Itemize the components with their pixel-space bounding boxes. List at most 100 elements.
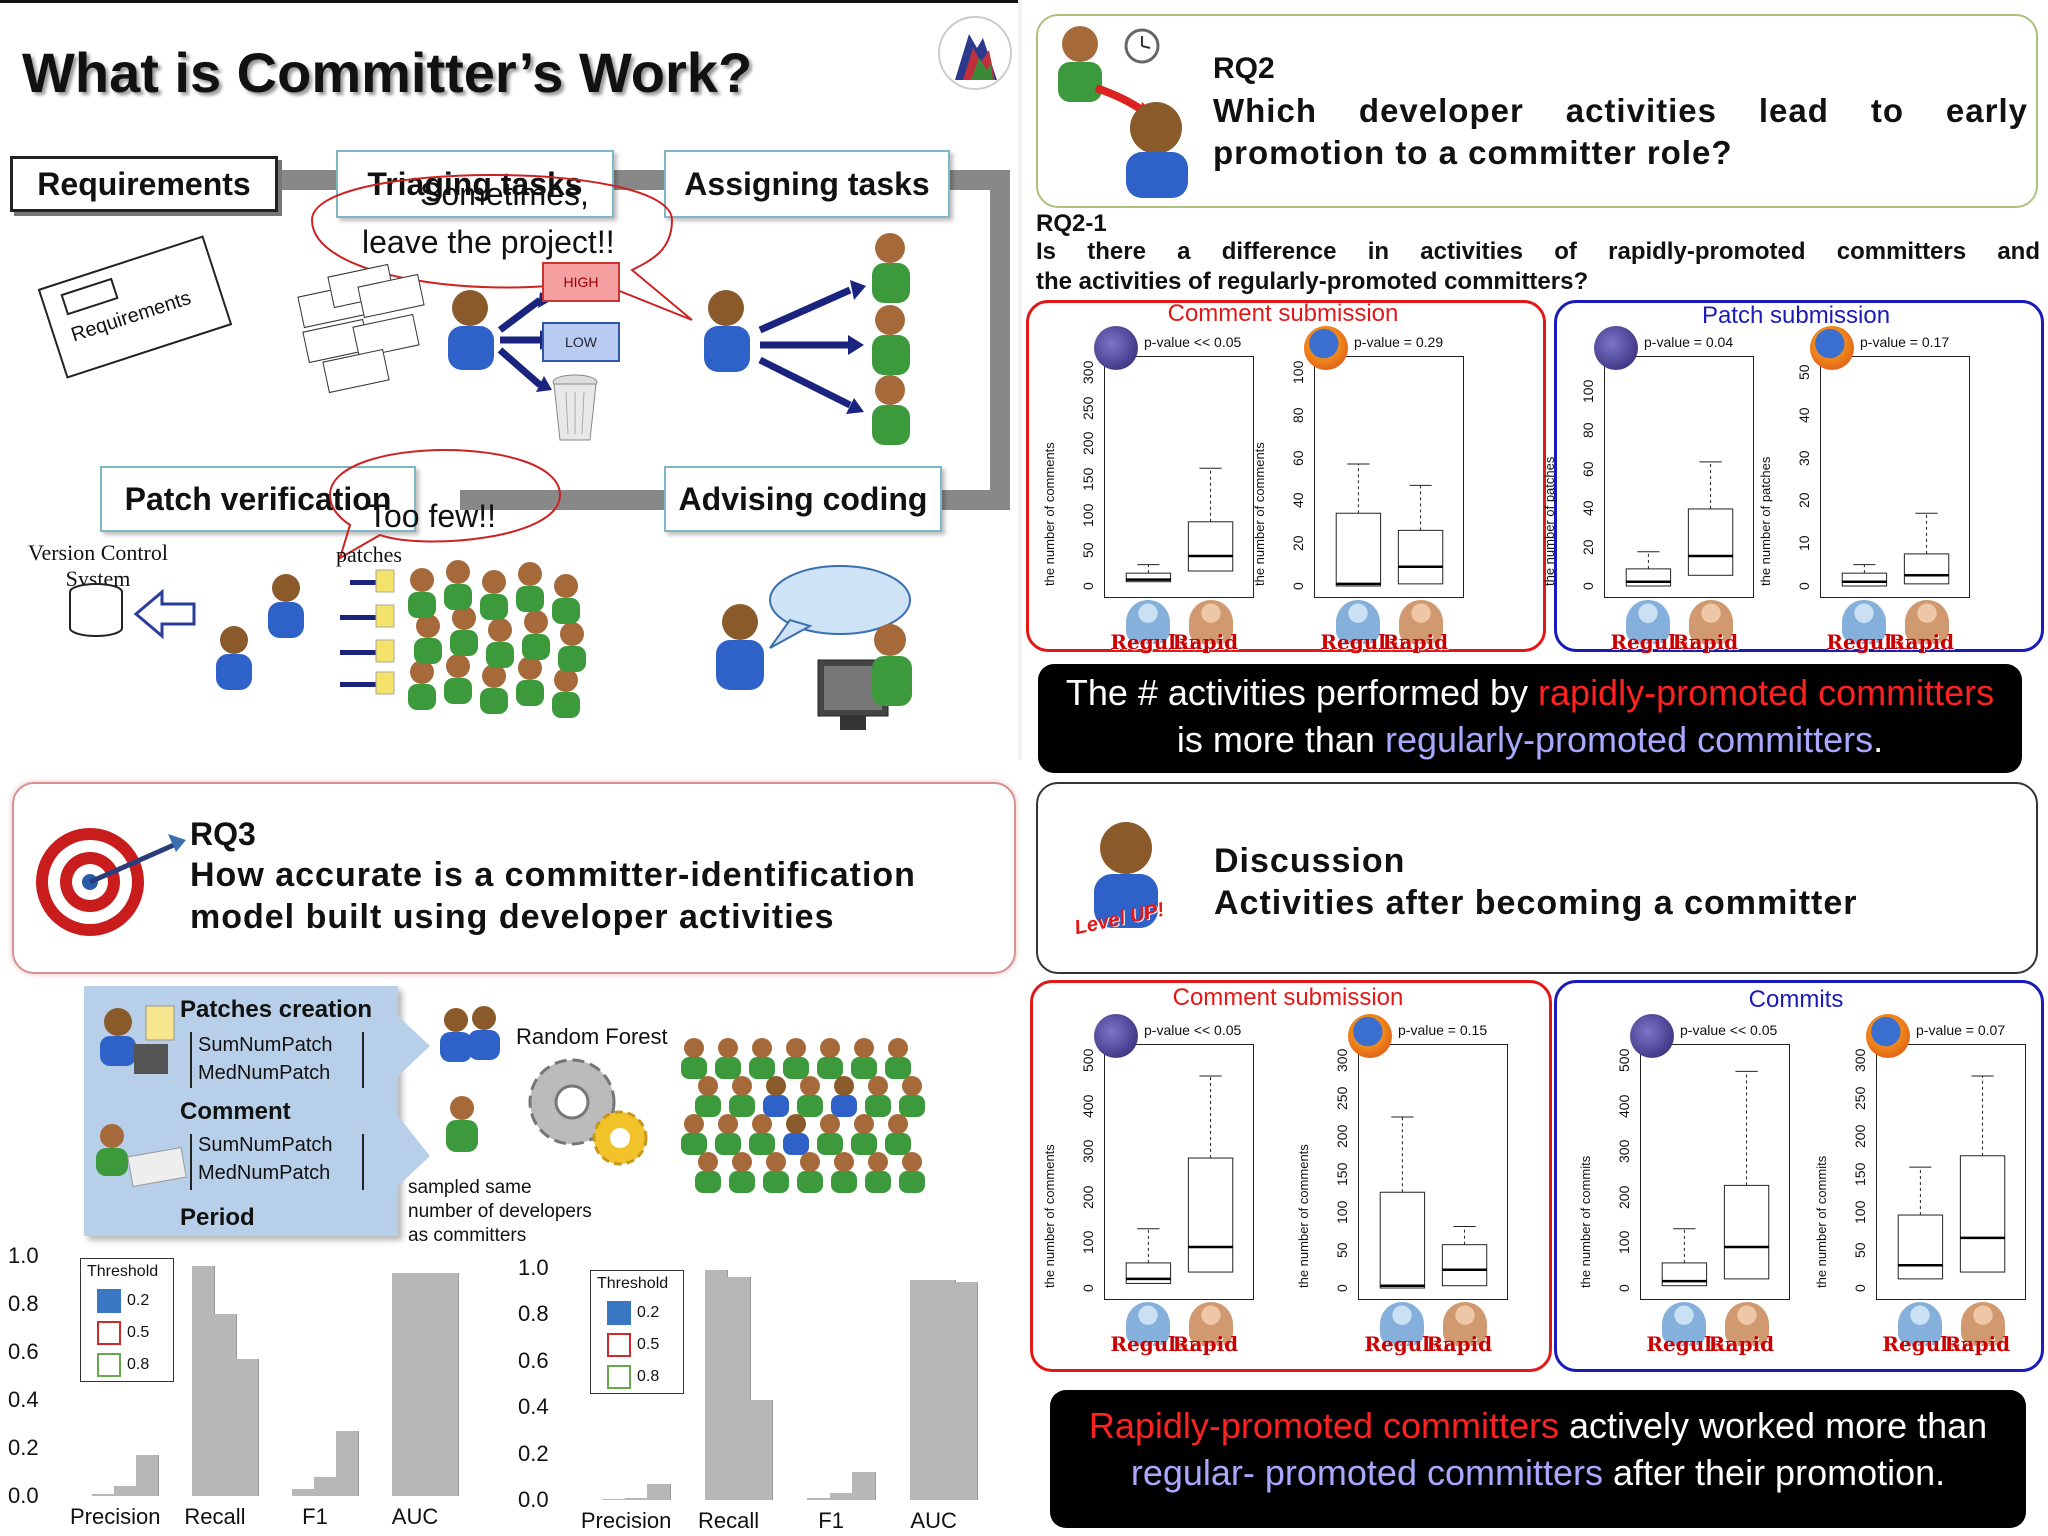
boxplot-box bbox=[1187, 1157, 1234, 1273]
boxplot-tick-label: 40 bbox=[1290, 492, 1306, 509]
comment-dev-icon bbox=[96, 1124, 187, 1188]
crowd-body bbox=[749, 1133, 775, 1155]
rq2-question-line2: promotion to a committer role? bbox=[1213, 134, 1733, 171]
rq3-line1: How accurate is a committer-identificati… bbox=[190, 856, 916, 894]
database-icon bbox=[69, 583, 196, 640]
bar-precision-0.5 bbox=[624, 1497, 649, 1500]
disc-conc-d: after their promotion. bbox=[1602, 1452, 1946, 1493]
boxplot-box bbox=[1959, 1155, 2006, 1273]
bubble-text-line1: Sometimes, bbox=[420, 176, 589, 212]
boxplot-tick-label: 0 bbox=[1580, 582, 1596, 590]
boxplot-svg bbox=[1125, 1075, 1234, 1284]
y-tick-label: 1.0 bbox=[518, 1255, 549, 1280]
boxplot-svg bbox=[1625, 461, 1734, 587]
eclipse-logo-icon bbox=[1630, 1014, 1674, 1058]
group-label-rapid: Rapid bbox=[1708, 1332, 1775, 1356]
discussion-header-panel bbox=[1036, 782, 2038, 974]
boxplot-tick-label: 30 bbox=[1796, 450, 1812, 466]
top-rule bbox=[0, 0, 1022, 3]
features-box bbox=[84, 986, 398, 1236]
crowd-body bbox=[851, 1057, 877, 1079]
rapid-figure-icon bbox=[1188, 1302, 1233, 1346]
boxplot-tick-label: 40 bbox=[1580, 500, 1596, 517]
y-tick-label: 0.2 bbox=[8, 1435, 39, 1460]
patch-crowd bbox=[216, 560, 586, 718]
eclipse-logo-icon bbox=[1094, 326, 1138, 370]
boxplot-box bbox=[1897, 1214, 1944, 1280]
legend-swatch bbox=[97, 1353, 121, 1377]
boxplot-tick-label: 250 bbox=[1334, 1086, 1350, 1110]
boxplot-tick-label: 100 bbox=[1852, 1200, 1868, 1224]
y-tick-label: 0.0 bbox=[8, 1483, 39, 1508]
regular-figure-icon bbox=[1126, 1302, 1171, 1346]
bar-auc-0.8 bbox=[436, 1272, 459, 1496]
triaging-label: Triaging tasks bbox=[367, 165, 583, 202]
x-category-label: Precision bbox=[580, 1508, 672, 1533]
eclipse-logo-icon bbox=[1094, 1014, 1138, 1058]
boxplot-box bbox=[1723, 1184, 1770, 1280]
legend-item: 0.8 bbox=[607, 1365, 677, 1389]
assigning-box: Assigning tasks bbox=[664, 150, 950, 218]
bar-recall-0.2 bbox=[192, 1265, 215, 1496]
vertical-divider bbox=[1018, 0, 1022, 760]
sampled-line2: number of developers bbox=[408, 1201, 592, 1222]
features-sum2: SumNumPatch bbox=[198, 1134, 333, 1156]
crowd-body bbox=[851, 1133, 877, 1155]
crowd-head bbox=[888, 1114, 908, 1134]
advising-scene bbox=[716, 565, 912, 730]
boxplot-tick-label: 0 bbox=[1616, 1284, 1632, 1292]
patch-verification-box: Patch verification bbox=[100, 466, 416, 532]
boxplot-box bbox=[1687, 508, 1734, 576]
crowd-body bbox=[681, 1057, 707, 1079]
boxplot-tick-label: 0 bbox=[1080, 582, 1096, 590]
y-tick-label: 0.8 bbox=[8, 1291, 39, 1316]
regular-figure-icon bbox=[1662, 1302, 1707, 1346]
gears-icon bbox=[528, 1058, 648, 1166]
bar-f1-0.5 bbox=[314, 1476, 337, 1496]
legend-item: 0.5 bbox=[607, 1333, 677, 1357]
crowd-body bbox=[831, 1171, 857, 1193]
boxplot-pvalue: p-value << 0.05 bbox=[1144, 1022, 1242, 1038]
x-category-label: AUC bbox=[391, 1504, 439, 1529]
legend-label: 0.8 bbox=[127, 1356, 150, 1374]
group-label-regular: Regular bbox=[1882, 1332, 1972, 1356]
rq2-1-line2: the activities of regularly-promoted com… bbox=[1036, 268, 1589, 295]
random-forest-label: Random Forest bbox=[516, 1024, 668, 1049]
patch-dev-icon bbox=[100, 1005, 175, 1074]
vcs-line1: Version Control bbox=[28, 540, 168, 565]
features-sum1: SumNumPatch bbox=[198, 1034, 333, 1056]
bar-precision-0.8 bbox=[136, 1455, 159, 1496]
boxplot-pvalue: p-value = 0.07 bbox=[1916, 1022, 2006, 1038]
boxplot-tick-label: 400 bbox=[1616, 1094, 1632, 1118]
disc-conclusion-line1: Rapidly-promoted committers actively wor… bbox=[1050, 1402, 2026, 1449]
boxplot-tick-label: 40 bbox=[1796, 407, 1812, 423]
rq2-conc-e: . bbox=[1873, 719, 1884, 760]
boxplot-ylabel: the number of comments bbox=[1252, 442, 1267, 586]
boxplot-svg bbox=[1379, 1116, 1488, 1289]
crowd-head bbox=[786, 1038, 806, 1058]
developer-crowd-icon bbox=[681, 1038, 925, 1193]
y-tick-label: 0.0 bbox=[518, 1487, 549, 1512]
rq2-comment-title: Comment submission bbox=[1167, 300, 1399, 327]
crowd-head bbox=[718, 1038, 738, 1058]
boxplot-tick-label: 50 bbox=[1080, 542, 1096, 559]
crowd-body bbox=[885, 1133, 911, 1155]
legend-title: Threshold bbox=[87, 1263, 159, 1280]
x-category-label: F1 bbox=[302, 1504, 328, 1529]
boxplot-tick-label: 50 bbox=[1796, 364, 1812, 380]
boxplot-tick-label: 150 bbox=[1080, 467, 1096, 491]
crowd-head bbox=[718, 1114, 738, 1134]
boxplot-tick-label: 300 bbox=[1334, 1048, 1350, 1072]
crowd-body bbox=[783, 1133, 809, 1155]
bar-auc-0.2 bbox=[392, 1272, 415, 1496]
bar-precision-0.2 bbox=[602, 1498, 626, 1500]
regular-figure-icon bbox=[1842, 600, 1887, 644]
boxplot-tick-label: 200 bbox=[1080, 431, 1096, 456]
features-med2: MedNumPatch bbox=[198, 1162, 331, 1184]
rq2-question-line1: Which developer activities lead to early bbox=[1213, 92, 2028, 129]
disc-commits-title: Commits bbox=[1748, 986, 1844, 1013]
crowd-head bbox=[854, 1038, 874, 1058]
crowd-head bbox=[732, 1076, 752, 1096]
boxplot-tick-label: 250 bbox=[1852, 1086, 1868, 1110]
